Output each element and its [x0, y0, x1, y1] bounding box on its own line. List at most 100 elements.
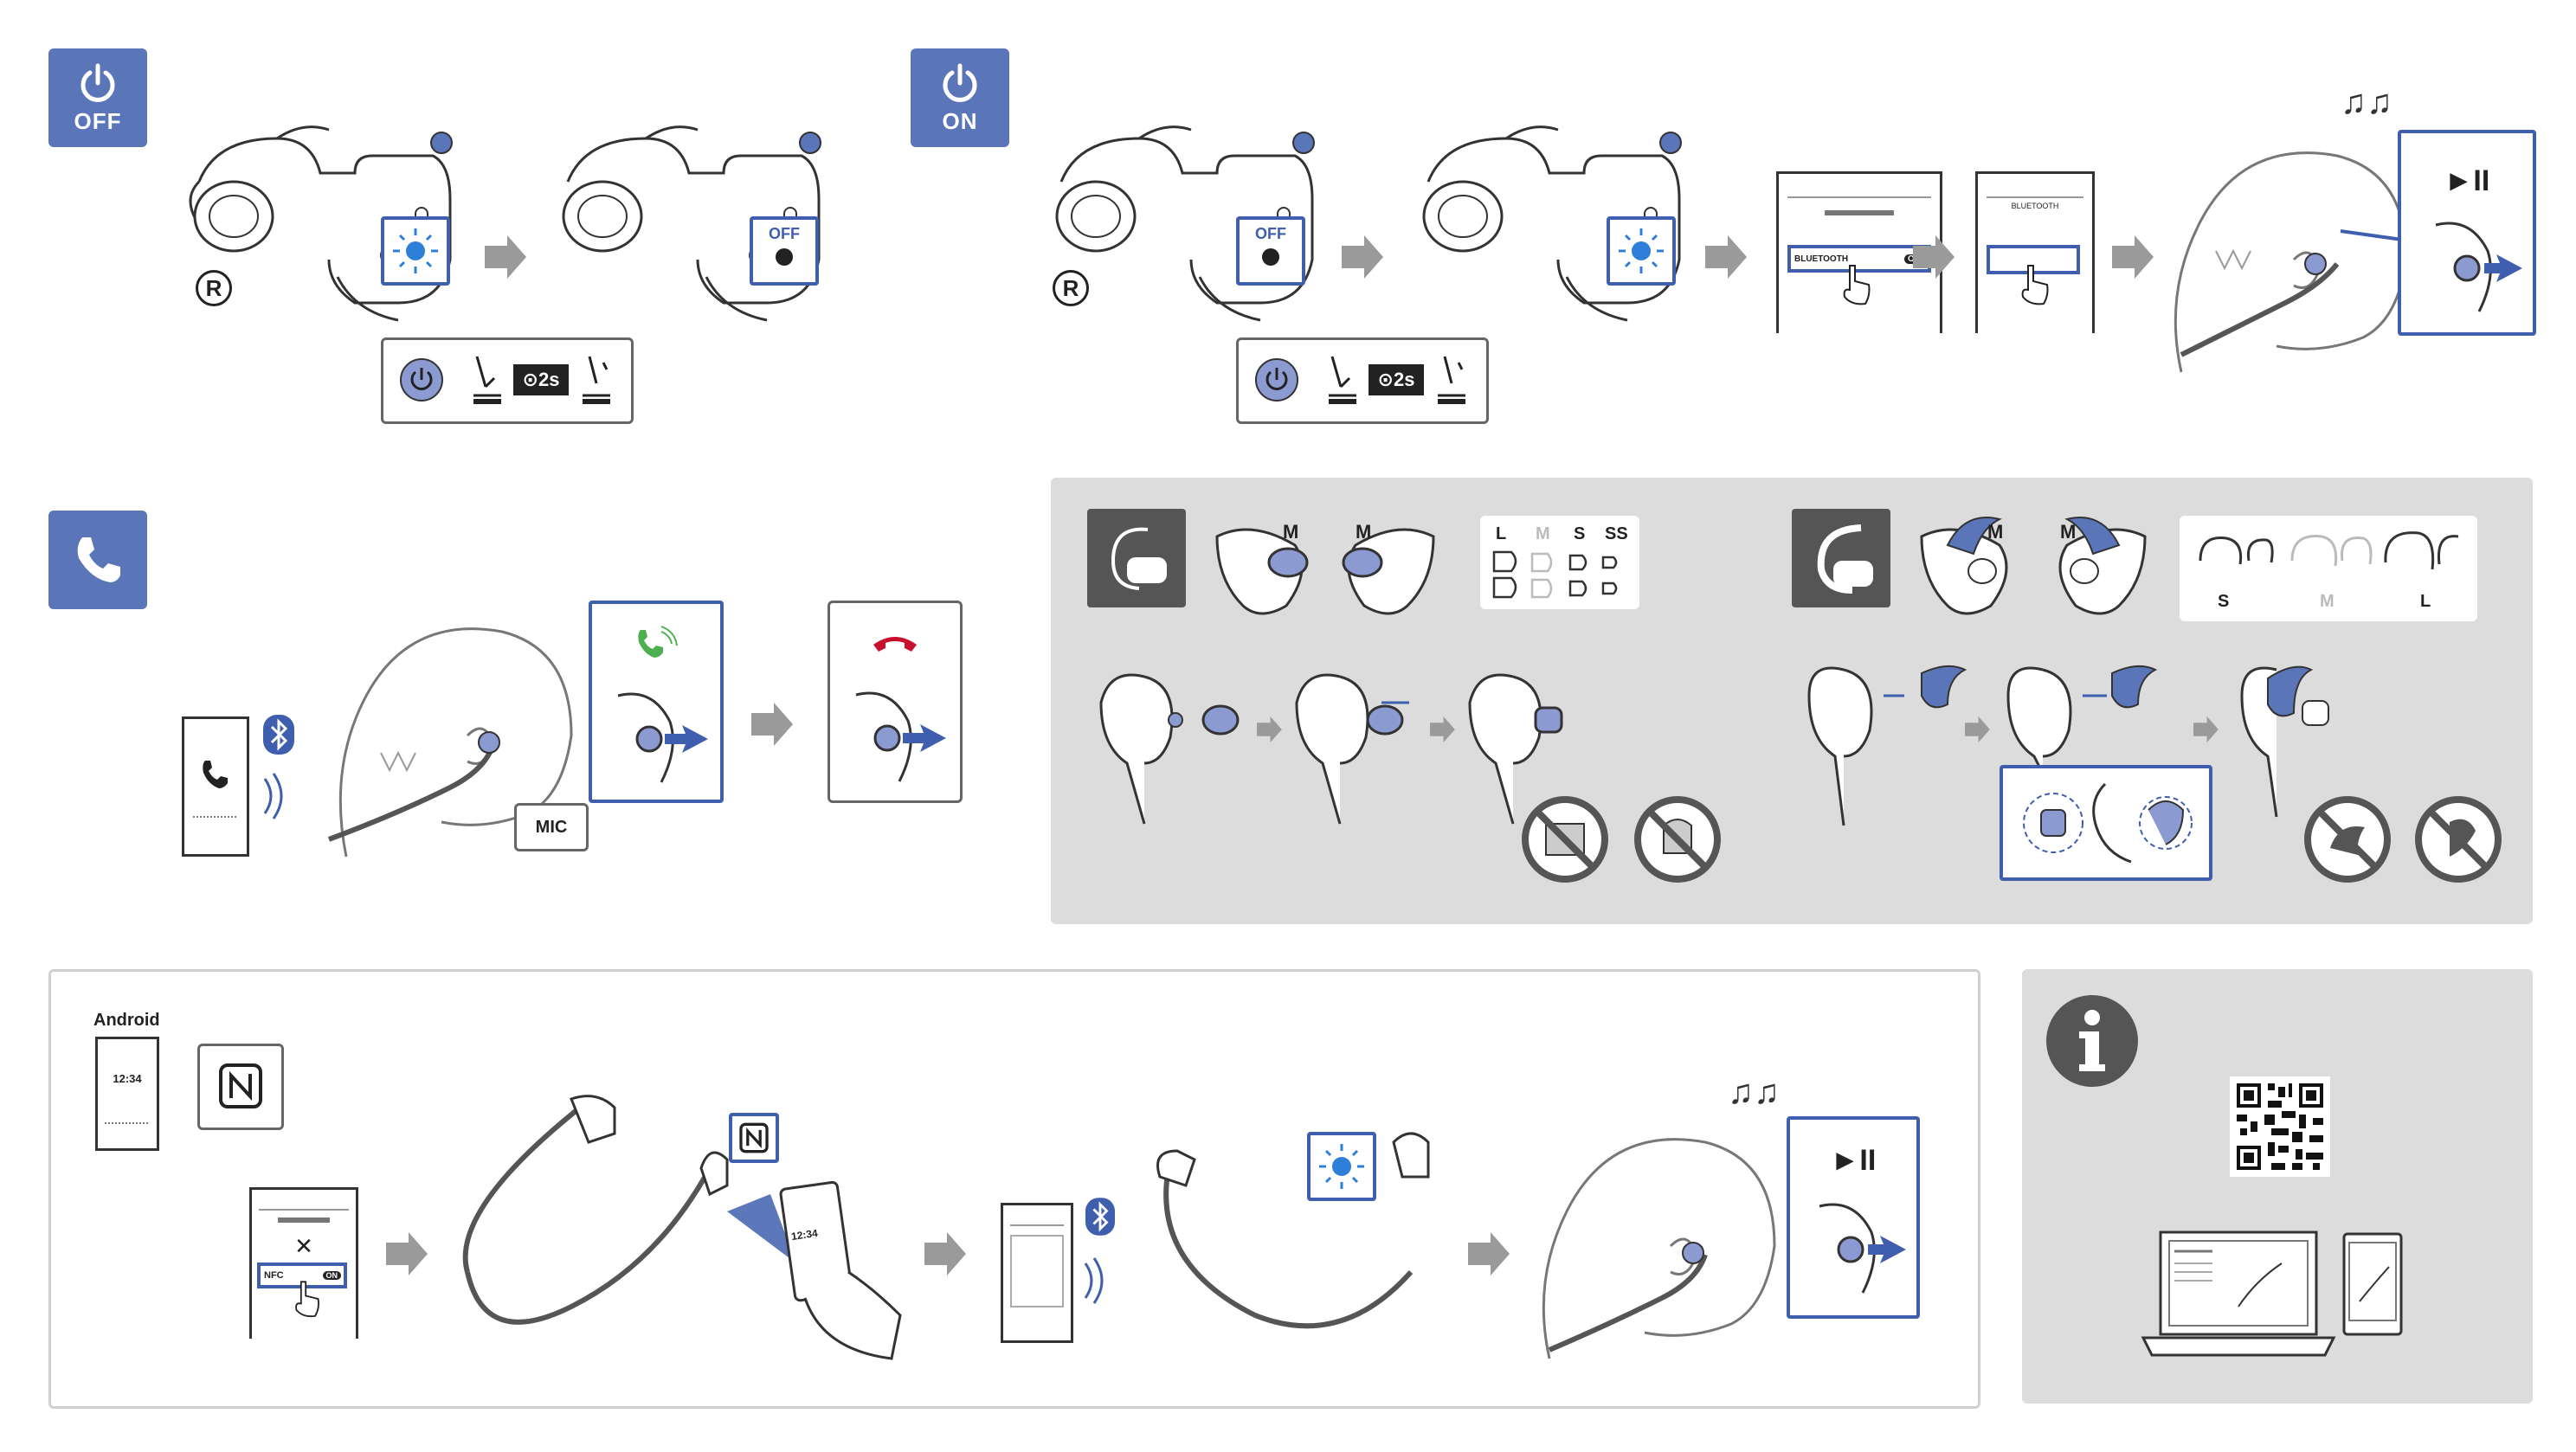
indicator-off-text: OFF [769, 225, 800, 242]
power-icon [80, 63, 115, 102]
neckband-headphones [1156, 1132, 1430, 1329]
finger-press-icon [473, 356, 501, 404]
nfc-badge [197, 1044, 284, 1130]
hang-up-icon [873, 637, 917, 652]
earbud-attach-fin-step [1807, 665, 1967, 826]
duration-badge: ⊙2s [1368, 364, 1424, 395]
earbud-tip-attached [1468, 673, 1563, 825]
earbud-closeup [855, 691, 946, 782]
bluetooth-setting-label: BLUETOOTH [1794, 254, 1849, 264]
earbud-fin-attached [2240, 665, 2329, 818]
bluetooth-icon [263, 715, 294, 755]
power-button-icon [1255, 358, 1298, 402]
next-arrow [1468, 1232, 1510, 1275]
indicator-off-box: OFF [1236, 216, 1305, 286]
android-phone: 12:34 [95, 1037, 159, 1151]
screen-title-bar [1825, 210, 1894, 215]
finger-release-icon [583, 356, 610, 404]
call-tile [48, 511, 147, 609]
next-arrow [485, 235, 526, 279]
symbol-r-circle: R [196, 270, 232, 306]
play-pause-detail-box: ►II [2398, 130, 2536, 336]
qr-code-pattern [2237, 1083, 2323, 1170]
phone-nfc-settings: ✕ NFC ON [249, 1187, 358, 1339]
indicator-dot [1262, 248, 1279, 266]
blinking-light-icon [1319, 1144, 1364, 1189]
phone-call-icon [203, 761, 228, 788]
wireless-waves-icon [1084, 1257, 1104, 1304]
play-pause-icon: ►II [2444, 164, 2490, 197]
android-label: Android [93, 1011, 160, 1030]
head-wearing-headphones [1542, 1138, 1776, 1359]
answer-call-detail-box [589, 601, 724, 803]
nfc-toggle[interactable]: ON [322, 1271, 341, 1280]
earbud-with-fin [1920, 517, 2008, 615]
phone-time: 12:34 [113, 1072, 142, 1085]
nfc-mark-box [729, 1113, 779, 1163]
size-label-m: M [2060, 521, 2077, 543]
ear-tip-icon [1111, 527, 1167, 590]
fin-tile [1792, 509, 1890, 607]
music-note-icon: ♫♫ [1728, 1073, 1780, 1111]
size-label-m: M [1356, 521, 1372, 543]
power-button-icon [400, 358, 443, 402]
fin-size-chart: S M L [2180, 516, 2477, 621]
duration-badge: ⊙2s [513, 364, 569, 395]
duration-text: 2s [538, 369, 560, 390]
earbud-illustration [1422, 125, 1682, 322]
prohibited-wrong-fin-icon [2304, 796, 2391, 883]
arc-support-icon [1817, 524, 1873, 594]
next-arrow [1430, 716, 1455, 742]
fin-size-m: M [2320, 592, 2334, 611]
size-label-m: M [1283, 521, 1299, 543]
mic-label: MIC [535, 817, 568, 837]
next-arrow [924, 1232, 966, 1275]
tip-size-s: S [1574, 524, 1586, 543]
next-arrow [1342, 235, 1383, 279]
indicator-blink-box [1607, 216, 1676, 286]
info-icon [2046, 995, 2138, 1087]
call-answer-icon [638, 626, 678, 658]
next-arrow [1913, 235, 1955, 279]
tip-size-m: M [1536, 524, 1550, 543]
next-arrow [2112, 235, 2154, 279]
earbud-attach-fin-step [2006, 665, 2158, 774]
tap-hand-icon [295, 1281, 319, 1318]
hand-holding-phone [727, 1180, 902, 1360]
earbud-closeup [617, 692, 708, 783]
tip-size-ss: SS [1605, 524, 1628, 543]
fin-attach-detail-box [2000, 765, 2212, 881]
finger-press-icon [1329, 356, 1356, 404]
music-note-icon: ♫♫ [2341, 83, 2392, 121]
tip-size-shapes [1492, 550, 1618, 599]
indicator-blink-box [381, 216, 450, 286]
end-call-detail-box [828, 601, 963, 803]
earbud-with-tip [1342, 528, 1435, 615]
power-on-tile: ON [911, 48, 1009, 147]
next-arrow [1705, 235, 1747, 279]
wireless-waves-icon [263, 773, 283, 819]
nfc-icon [739, 1122, 769, 1153]
power-icon [943, 63, 977, 102]
smartphone-icon [2342, 1232, 2403, 1336]
earbud-closeup [1819, 1203, 1906, 1294]
earbud-closeup [2435, 222, 2522, 312]
qr-code[interactable] [2230, 1076, 2330, 1177]
phone-icon [77, 537, 120, 582]
finger-release-icon [1438, 356, 1465, 404]
head-wearing-headphones [327, 627, 573, 858]
nfc-icon [219, 1063, 262, 1108]
power-off-label: OFF [74, 107, 122, 134]
tap-hand-icon [2021, 265, 2049, 305]
prohibited-wrong-fin-icon [2415, 796, 2502, 883]
status-bar [1787, 184, 1931, 198]
bluetooth-icon [1085, 1198, 1115, 1236]
power-on-label: ON [942, 107, 978, 134]
earbud-illustration [562, 125, 821, 322]
press-hold-instruction: ⊙2s [1236, 337, 1489, 424]
tip-size-l: L [1496, 524, 1507, 543]
earbud-with-tip [1215, 528, 1309, 615]
next-arrow [1257, 716, 1282, 742]
next-arrow [751, 703, 793, 746]
nfc-setting-label: NFC [264, 1270, 284, 1281]
